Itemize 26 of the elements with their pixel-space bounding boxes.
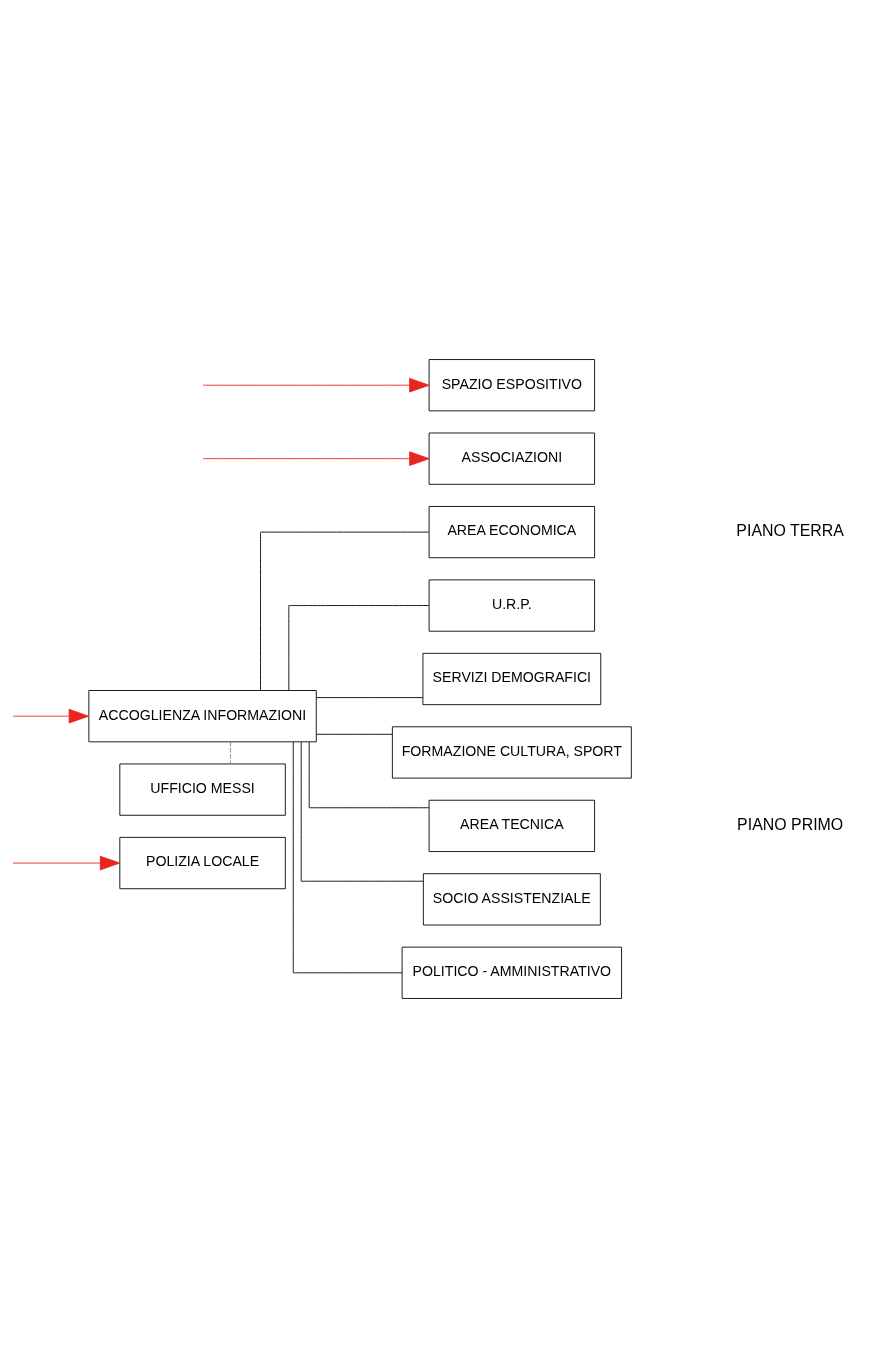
node-box: UFFICIO MESSI bbox=[119, 763, 286, 816]
connector bbox=[288, 604, 430, 691]
connector bbox=[230, 740, 231, 764]
node-box: SERVIZI DEMOGRAFICI bbox=[422, 652, 602, 705]
node-box: AREA ECONOMICA bbox=[428, 505, 596, 558]
node-box: POLIZIA LOCALE bbox=[119, 836, 286, 889]
node-box: SPAZIO ESPOSITIVO bbox=[428, 358, 596, 411]
connector bbox=[315, 696, 424, 698]
connector bbox=[300, 741, 424, 882]
arrow bbox=[202, 377, 430, 392]
node-box: ACCOGLIENZA INFORMAZIONI bbox=[88, 689, 317, 742]
label: PIANO TERRA bbox=[736, 521, 844, 539]
arrow bbox=[12, 708, 90, 723]
arrow bbox=[12, 855, 121, 870]
connector bbox=[308, 741, 430, 808]
node-box: U.R.P. bbox=[428, 578, 596, 632]
node-box: FORMAZIONE CULTURA, SPORT bbox=[391, 725, 632, 779]
node-box: ASSOCIAZIONI bbox=[428, 432, 596, 485]
arrow bbox=[202, 450, 430, 466]
label: PIANO PRIMO bbox=[737, 815, 844, 833]
connector bbox=[292, 741, 403, 973]
connector bbox=[315, 733, 393, 735]
node-box: POLITICO - AMMINISTRATIVO bbox=[401, 946, 622, 999]
node-box: SOCIO ASSISTENZIALE bbox=[422, 872, 601, 925]
node-box: AREA TECNICA bbox=[428, 799, 596, 852]
connector bbox=[260, 531, 430, 691]
